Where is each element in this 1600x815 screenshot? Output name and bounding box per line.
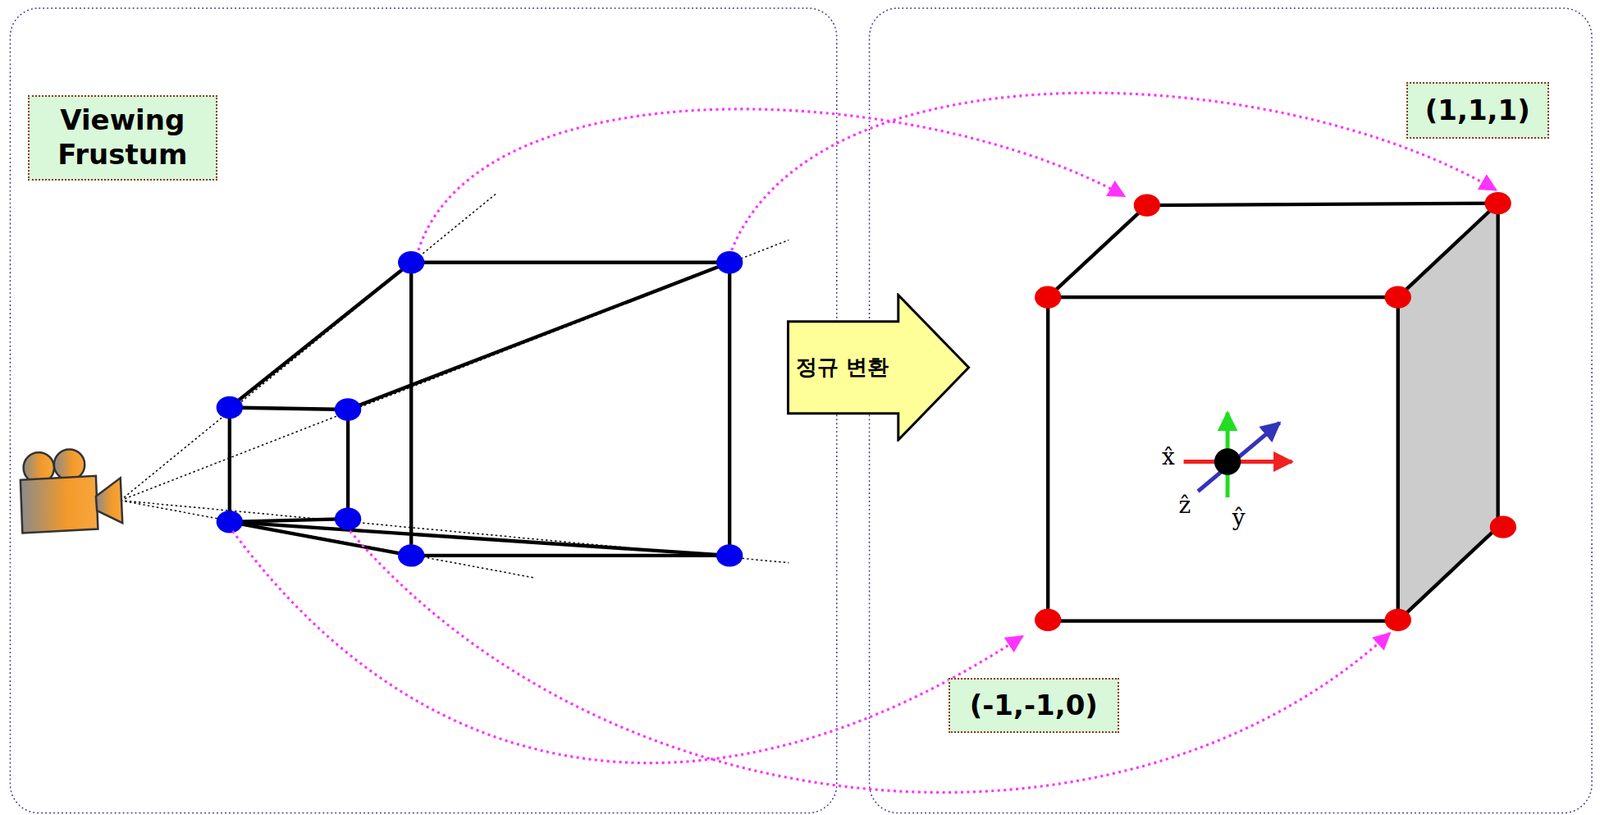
frustum-vertex (397, 544, 425, 567)
frustum-edges (229, 262, 730, 556)
frustum-vertex (716, 251, 743, 274)
transform-arrow: 정규 변환 (786, 292, 971, 443)
node-text: 정규 변환 (795, 352, 889, 382)
cube (1047, 205, 1148, 298)
camera-icon (20, 449, 123, 534)
cube (1398, 203, 1499, 622)
cube-vertex (1385, 608, 1412, 631)
mapping-arrows (233, 530, 1024, 764)
frustum-edges (727, 262, 732, 556)
view-rays (120, 192, 498, 501)
cube-vertex (1034, 285, 1061, 308)
frustum-edges (347, 262, 730, 410)
coordinate-tag: (-1,-1,0) (948, 677, 1120, 733)
frustum-edges (411, 260, 730, 265)
frustum-vertex (216, 510, 243, 533)
node-text: (1,1,1) (1425, 93, 1531, 128)
cube (1047, 297, 1399, 621)
mapping-arrows (731, 92, 1496, 251)
title-tag: Viewing Frustum (27, 95, 218, 181)
cube-vertex (1133, 193, 1161, 216)
node-text: Viewing Frustum (29, 103, 216, 172)
frustum-vertex (216, 396, 243, 419)
cube-vertex (1484, 192, 1511, 215)
cube (1398, 203, 1499, 298)
panel-frame (9, 8, 837, 814)
frustum-vertex (334, 507, 362, 530)
frustum-edges (229, 521, 730, 556)
axis-label: x̂ (1161, 445, 1175, 469)
camera-icon (54, 449, 85, 480)
axis-label: ŷ (1232, 506, 1246, 530)
coordinate-tag: (1,1,1) (1406, 82, 1550, 138)
view-rays (120, 239, 790, 500)
frustum-vertex (716, 544, 743, 567)
panel-frame (869, 8, 1592, 814)
axis-arrows (1184, 412, 1293, 498)
axis-label: ẑ (1178, 493, 1191, 517)
mapping-arrows (418, 109, 1125, 251)
camera-icon (96, 477, 123, 523)
frustum-edges (228, 407, 232, 522)
frustum-vertex (397, 251, 425, 274)
frustum-vertex (334, 397, 362, 421)
view-rays (120, 500, 790, 563)
frustum-edges (411, 553, 730, 558)
frustum-edges (409, 262, 413, 556)
camera-icon (20, 475, 99, 534)
arrow-shape (788, 294, 970, 440)
origin-dot (1214, 448, 1241, 475)
cube-vertex (1034, 192, 1517, 631)
axis-arrows (1197, 422, 1280, 491)
cube (1495, 203, 1500, 527)
frustum-vertex (216, 251, 744, 567)
cube-vertex (1385, 285, 1412, 308)
view-rays (120, 192, 790, 578)
cube (1147, 203, 1499, 206)
panel-frame (9, 8, 1592, 814)
frustum-edges (229, 262, 412, 408)
mapping-arrows (350, 530, 1390, 792)
frustum-edges (346, 409, 350, 519)
cube-vertex (1490, 515, 1517, 538)
cube-vertex (1034, 608, 1061, 631)
mapping-arrows (233, 92, 1497, 792)
cube (1047, 203, 1498, 622)
cube (1047, 203, 1498, 622)
node-text: (-1,-1,0) (969, 688, 1098, 723)
cube (1398, 526, 1499, 621)
frustum-edges (229, 521, 412, 556)
frustum-edges (229, 407, 348, 410)
